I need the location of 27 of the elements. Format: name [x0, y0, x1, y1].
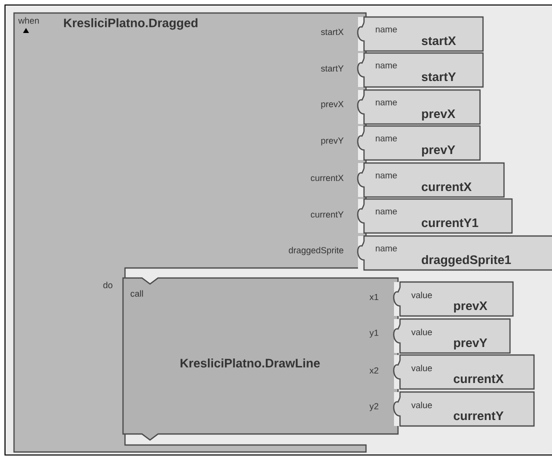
argument-label: x2: [370, 367, 378, 374]
name-block: name currentX: [357, 162, 505, 198]
method-title: KresliciPlatno.DrawLine: [180, 358, 320, 368]
block-keyword: call: [130, 290, 143, 297]
value-block: value prevX: [393, 281, 514, 317]
name-block: name draggedSprite1: [357, 235, 552, 271]
name-block: name currentY1: [357, 198, 513, 234]
name-block: name prevX: [357, 89, 481, 125]
block-keyword: when: [18, 17, 39, 24]
name-block: name startX: [357, 16, 484, 52]
parameter-label: startY: [321, 65, 344, 72]
event-title: KresliciPlatno.Dragged: [64, 18, 198, 30]
argument-label: y2: [369, 403, 378, 412]
parameter-label: prevY: [321, 138, 344, 146]
block-keyword: do: [103, 282, 112, 288]
value-block: value currentY: [393, 391, 535, 427]
argument-label: x1: [370, 294, 378, 300]
parameter-label: currentY: [310, 211, 344, 218]
parameter-label: draggedSprite: [288, 246, 344, 256]
parameter-label: currentX: [310, 174, 344, 182]
argument-label: y1: [369, 330, 378, 338]
value-block: value prevY: [393, 318, 511, 354]
name-block: name prevY: [357, 125, 481, 161]
parameter-label: startX: [321, 28, 344, 36]
name-block: name startY: [357, 52, 484, 88]
value-block: value currentX: [393, 354, 535, 390]
parameter-label: prevX: [321, 101, 344, 109]
